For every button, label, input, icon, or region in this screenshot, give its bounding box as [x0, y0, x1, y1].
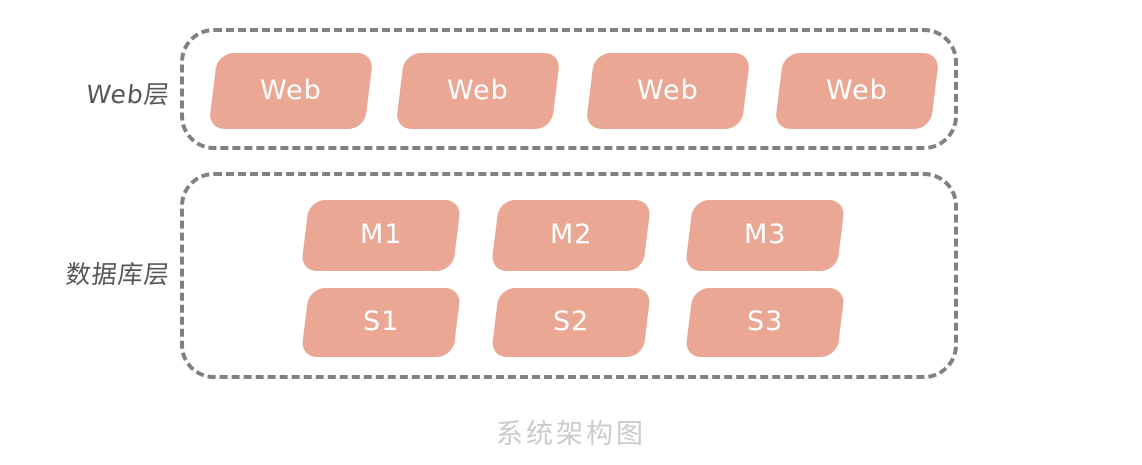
diagram-caption: 系统架构图	[496, 419, 646, 450]
node-web-4[interactable]: Web	[774, 53, 940, 129]
node-s3-label: S3	[746, 306, 784, 337]
node-s2[interactable]: S2	[490, 288, 652, 357]
node-s3[interactable]: S3	[684, 288, 846, 357]
node-web-3-label: Web	[637, 74, 699, 106]
node-m1[interactable]: M1	[300, 200, 462, 271]
tier-group-web	[180, 28, 958, 150]
node-web-1[interactable]: Web	[208, 53, 374, 129]
tier-group-database	[180, 172, 958, 379]
node-m1-label: M1	[359, 219, 403, 250]
node-web-2-label: Web	[447, 74, 509, 106]
tier-label-web: Web层	[84, 80, 172, 109]
node-m2-label: M2	[549, 219, 593, 250]
node-web-2[interactable]: Web	[395, 53, 561, 129]
node-s1-label: S1	[362, 306, 400, 337]
node-m2[interactable]: M2	[490, 200, 652, 271]
node-m3-label: M3	[743, 219, 787, 250]
node-web-1-label: Web	[260, 74, 322, 106]
node-web-3[interactable]: Web	[585, 53, 751, 129]
node-s2-label: S2	[552, 306, 590, 337]
node-web-4-label: Web	[826, 74, 888, 106]
node-s1[interactable]: S1	[300, 288, 462, 357]
node-m3[interactable]: M3	[684, 200, 846, 271]
tier-label-database: 数据库层	[64, 260, 172, 289]
